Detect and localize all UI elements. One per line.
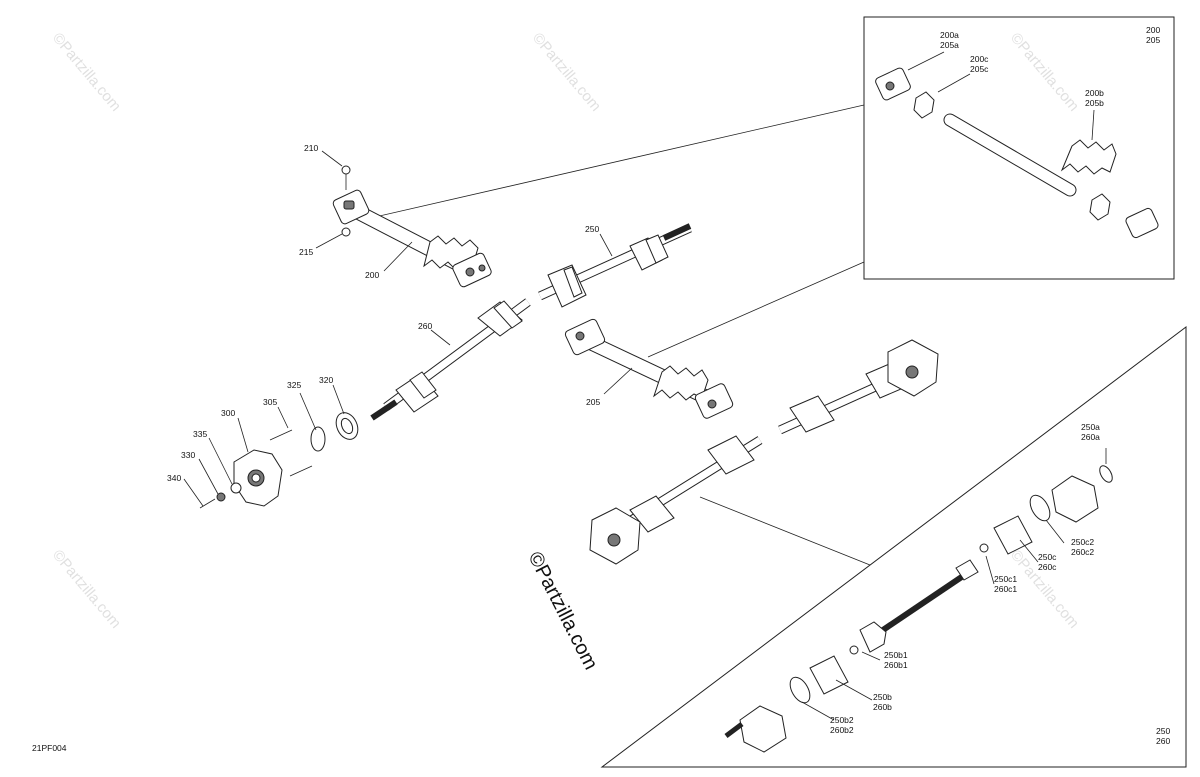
prop-shaft-205 bbox=[564, 318, 734, 419]
inset-frames bbox=[374, 16, 1187, 768]
callout-260c: 260c bbox=[1038, 562, 1057, 572]
watermarks: ©Partzilla.com ©Partzilla.com ©Partzilla… bbox=[49, 30, 1082, 632]
callout-260b: 260b bbox=[873, 702, 892, 712]
inset-top-labels: 200 205 200a 205a 200c 205c 200b 205b bbox=[940, 25, 1160, 108]
center-watermark: ©Partzilla.com bbox=[524, 548, 602, 673]
watermark: ©Partzilla.com bbox=[1007, 30, 1082, 115]
callout-300: 300 bbox=[221, 408, 235, 418]
callout-200b: 200b bbox=[1085, 88, 1104, 98]
callout-260b2: 260b2 bbox=[830, 725, 854, 735]
inset-prop-shaft-parts bbox=[875, 67, 1159, 239]
callout-210: 210 bbox=[304, 143, 318, 153]
callout-335: 335 bbox=[193, 429, 207, 439]
inset-header-205: 205 bbox=[1146, 35, 1160, 45]
callout-260: 260 bbox=[418, 321, 432, 331]
inset-header-200: 200 bbox=[1146, 25, 1160, 35]
callout-260c1: 260c1 bbox=[994, 584, 1017, 594]
inset-footer-250: 250 bbox=[1156, 726, 1170, 736]
callout-250b1: 250b1 bbox=[884, 650, 908, 660]
inset-drive-shaft-frame bbox=[600, 325, 1187, 768]
callout-260c2: 260c2 bbox=[1071, 547, 1094, 557]
inset-drive-shaft-parts bbox=[724, 465, 1113, 753]
front-drive-shaft-assembly bbox=[589, 339, 939, 565]
prop-shaft-200 bbox=[332, 165, 492, 288]
callout-200c: 200c bbox=[970, 54, 989, 64]
callout-200: 200 bbox=[365, 270, 379, 280]
watermark: ©Partzilla.com bbox=[49, 547, 124, 632]
drawing-code: 21PF004 bbox=[32, 743, 67, 753]
connector-line bbox=[647, 261, 865, 358]
callout-340: 340 bbox=[167, 473, 181, 483]
callouts: 210 215 200 250 260 205 325 320 305 300 … bbox=[167, 143, 600, 483]
callout-205c: 205c bbox=[970, 64, 989, 74]
callout-205a: 205a bbox=[940, 40, 959, 50]
callout-250c2: 250c2 bbox=[1071, 537, 1094, 547]
callout-260a: 260a bbox=[1081, 432, 1100, 442]
drive-shaft-260 bbox=[370, 298, 531, 421]
inset-footer-260: 260 bbox=[1156, 736, 1170, 746]
watermark: ©Partzilla.com bbox=[49, 30, 124, 115]
connector-line bbox=[374, 104, 865, 218]
callout-330: 330 bbox=[181, 450, 195, 460]
callout-260b1: 260b1 bbox=[884, 660, 908, 670]
callout-215: 215 bbox=[299, 247, 313, 257]
callout-205b: 205b bbox=[1085, 98, 1104, 108]
callout-250c: 250c bbox=[1038, 552, 1057, 562]
connector-line bbox=[699, 496, 871, 566]
drive-shaft-250 bbox=[538, 223, 692, 308]
inset-bottom-labels: 250a 260a 250c2 260c2 250c 260c 250c1 26… bbox=[830, 422, 1170, 746]
hub-assembly bbox=[199, 412, 359, 509]
callout-200a: 200a bbox=[940, 30, 959, 40]
leader-lines bbox=[183, 51, 1107, 721]
callout-250: 250 bbox=[585, 224, 599, 234]
callout-320: 320 bbox=[319, 375, 333, 385]
watermark: ©Partzilla.com bbox=[529, 30, 604, 115]
callout-250b: 250b bbox=[873, 692, 892, 702]
callout-305: 305 bbox=[263, 397, 277, 407]
callout-325: 325 bbox=[287, 380, 301, 390]
callout-205: 205 bbox=[586, 397, 600, 407]
callout-250c1: 250c1 bbox=[994, 574, 1017, 584]
callout-250a: 250a bbox=[1081, 422, 1100, 432]
inset-prop-shaft-frame bbox=[863, 16, 1175, 280]
callout-250b2: 250b2 bbox=[830, 715, 854, 725]
